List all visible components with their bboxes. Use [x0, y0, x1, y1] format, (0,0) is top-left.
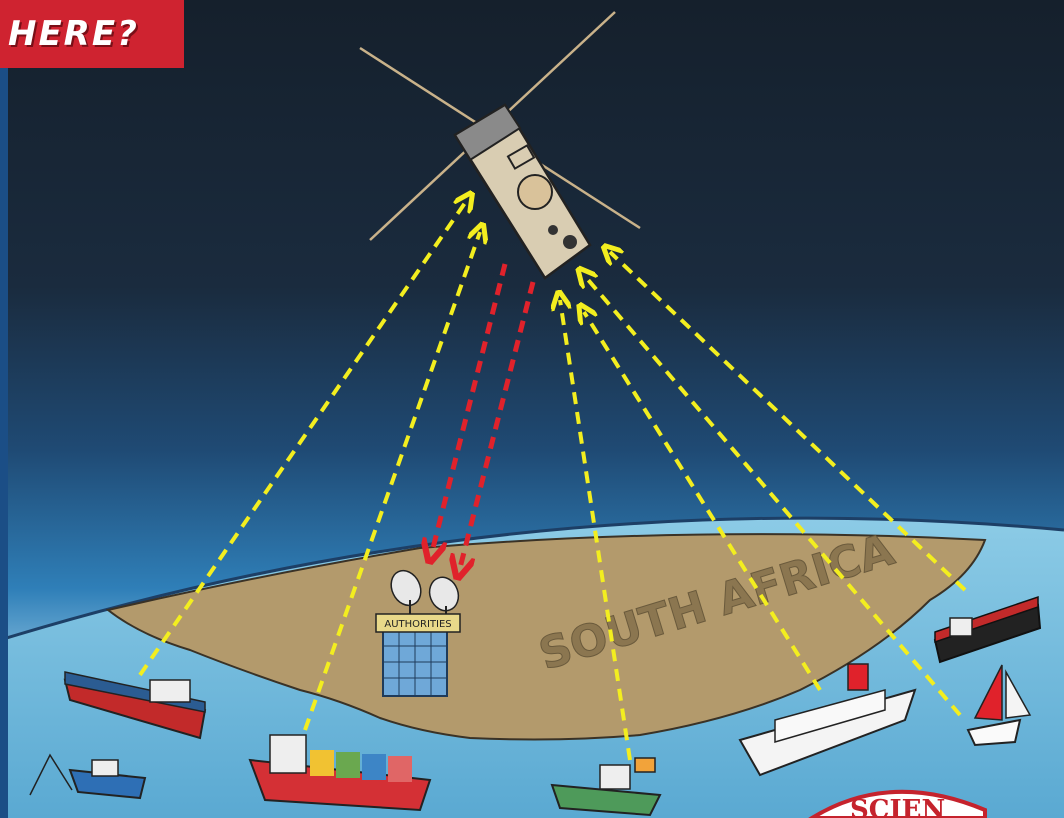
badge-text: HERE? — [8, 14, 139, 54]
stamp-text: SCIEN — [850, 795, 945, 818]
left-edge-strip — [0, 60, 8, 818]
here-badge: HERE? — [0, 0, 184, 68]
building-sign: AUTHORITIES — [384, 619, 451, 630]
